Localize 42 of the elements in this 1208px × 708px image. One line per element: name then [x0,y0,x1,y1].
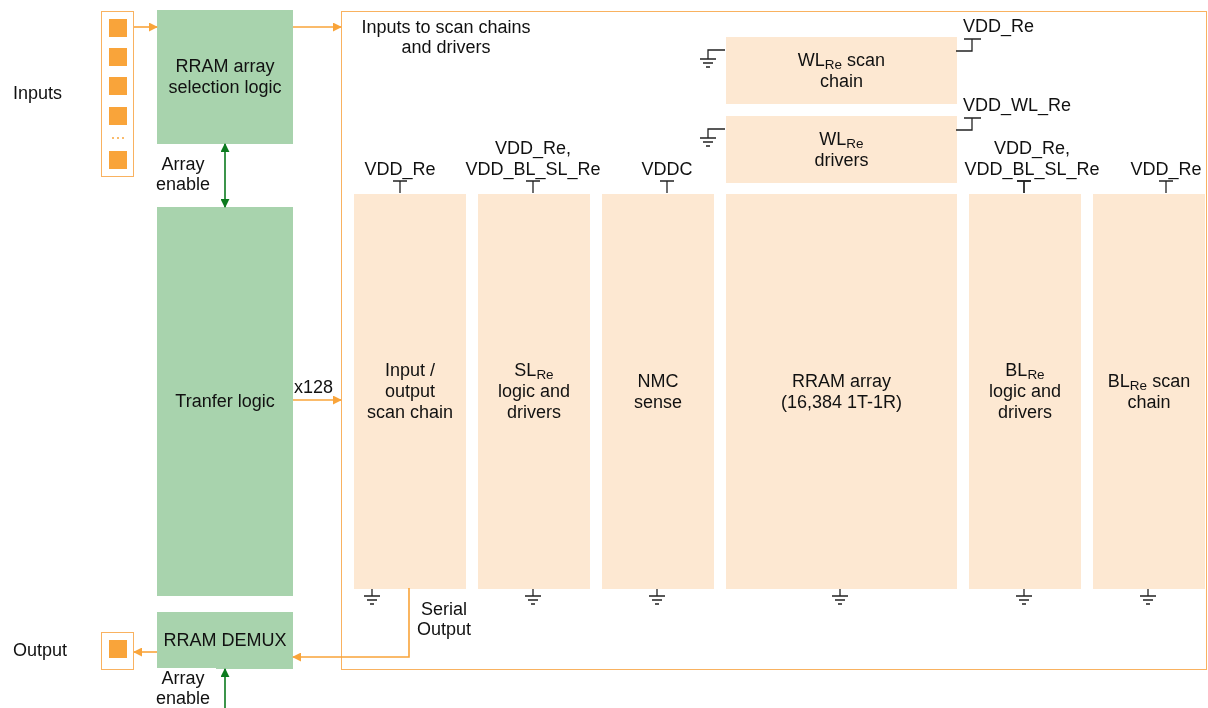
arrow [133,22,158,32]
arrow [220,143,230,208]
pad-group [101,632,134,670]
process-box [726,194,957,589]
pad-group [101,11,134,177]
block-label: BL$_{Re}$ logic and drivers [987,360,1063,423]
arrow [292,587,410,662]
supply-label: VDD_Re [364,159,436,180]
port-label: Output [13,640,68,661]
process-box [969,194,1081,589]
supply-label: VDD_Re [1130,159,1202,180]
process-box [354,194,466,589]
block-label: WL$_{Re}$ drivers [813,128,870,171]
chip-frame [341,11,1207,670]
arrow [133,647,158,657]
process-box [602,194,714,589]
port-label: Inputs [13,83,63,104]
process-box [726,116,957,183]
process-box [478,194,590,589]
process-box [1093,194,1205,589]
block-label: RRAM array selection logic [167,56,283,98]
block-label: RRAM array (16,384 1T-1R) [779,370,904,413]
block-label: NMC sense [632,370,683,413]
process-box [726,37,957,104]
supply-label: VDD_Re [963,16,1035,37]
supply-label: VDDC [641,159,693,180]
block-label: WL$_{Re}$ scan chain [797,49,886,92]
block-label: RRAM DEMUX [163,630,287,651]
process-box [157,10,293,144]
process-box [157,612,293,669]
supply-label: VDD_WL_Re [963,95,1072,116]
process-box [157,207,293,596]
frame-heading: Inputs to scan chains and drivers [360,17,532,57]
arrow [292,395,342,405]
block-label: BL$_{Re}$ scan chain [1106,370,1192,413]
block-label: SL$_{Re}$ logic and drivers [496,360,572,423]
arrow [220,668,230,708]
supply-label: VDD_Re, VDD_BL_SL_Re [464,138,602,180]
supply-label: VDD_Re, VDD_BL_SL_Re [963,138,1101,180]
block-label: Input / output scan chain [366,360,454,423]
arrow [292,22,342,32]
block-label: Tranfer logic [175,391,275,412]
